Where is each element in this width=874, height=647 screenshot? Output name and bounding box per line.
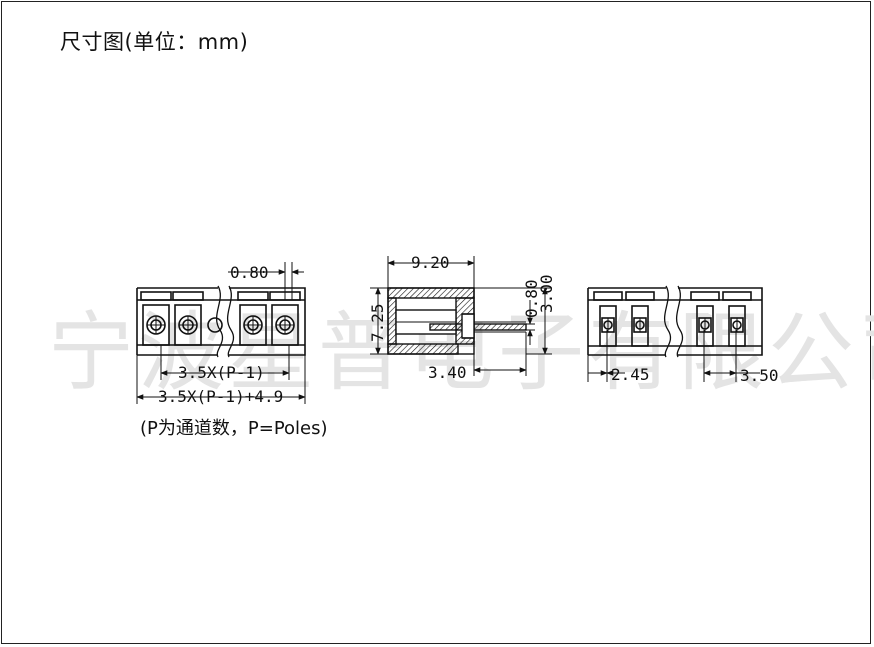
side-dimensions [370,256,552,376]
top-cell [599,305,617,347]
top-cell-top [690,291,720,301]
front-dimensions [136,262,306,404]
dim-first-offset: 2.45 [611,365,650,384]
dim-pitch-formula: 3.5X(P-1) [178,363,265,382]
dim-pin-offset: 3.00 [537,274,556,313]
top-view [587,285,763,358]
top-cell [728,305,746,347]
dim-pin-thickness: 0.80 [522,279,541,318]
front-cell [271,304,299,346]
dim-pitch: 3.50 [740,366,779,385]
dim-length-formula: 3.5X(P-1)+4.9 [158,387,283,406]
dim-depth: 9.20 [411,253,450,272]
front-view [136,285,306,358]
top-dimensions [587,330,760,382]
top-cell-top [625,291,655,301]
front-cell [174,304,202,346]
top-cell-top [722,291,752,301]
side-view [387,287,527,355]
top-cell [696,305,714,347]
front-cell-top [237,291,269,301]
dim-pin-length: 3.40 [428,363,467,382]
top-cell-top [593,291,623,301]
top-cell [631,305,649,347]
poles-note: (P为通道数，P=Poles) [140,418,328,439]
front-cell [142,304,170,346]
drawing-title: 尺寸图(单位：mm) [60,30,249,54]
front-cell-top [172,291,204,301]
front-cell-top [140,291,172,301]
dim-height: 7.25 [368,303,387,342]
front-cell [239,304,267,346]
screw-head [207,317,223,333]
dim-pin-width: 0.80 [230,263,269,282]
